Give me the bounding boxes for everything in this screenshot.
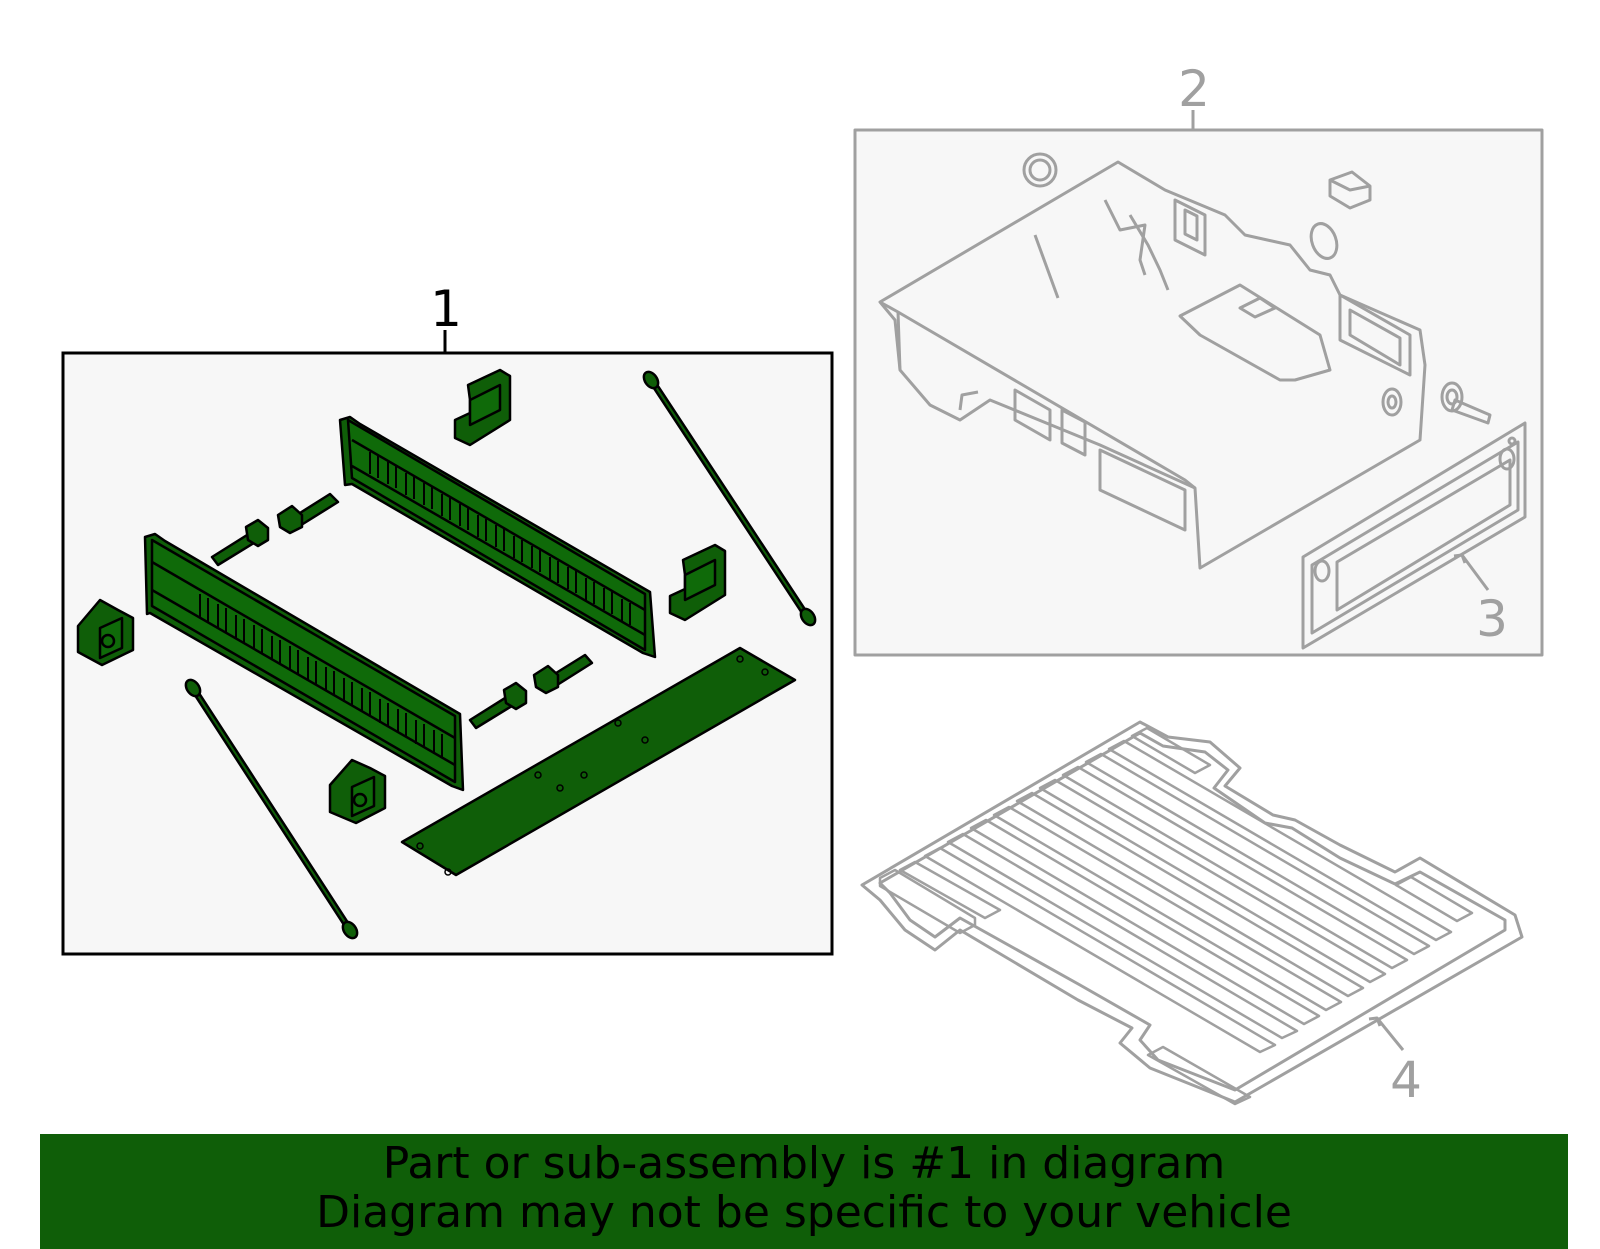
banner-line-2: Diagram may not be specific to your vehi… <box>316 1187 1292 1238</box>
rail-lower-ribs <box>199 594 443 758</box>
rod-right <box>642 370 817 627</box>
bed-mat-ribs <box>878 726 1474 1106</box>
rod-left <box>184 678 359 940</box>
bracket-top <box>453 368 512 447</box>
callout-3-leader <box>1460 554 1490 591</box>
part-4-group: 4 <box>860 720 1524 1109</box>
callout-1-number: 1 <box>430 280 462 338</box>
bolt-3 <box>468 681 528 730</box>
truck-bed-box <box>878 152 1427 570</box>
callout-4-leader <box>1375 1017 1405 1051</box>
rail-upper-ribs <box>369 452 631 625</box>
rail-upper <box>338 415 657 659</box>
callout-4-number: 4 <box>1390 1051 1422 1109</box>
assembly-2-panel <box>853 128 1544 657</box>
bracket-bottom <box>328 758 387 825</box>
plate <box>400 646 797 877</box>
callout-2-number: 2 <box>1178 60 1210 118</box>
info-banner: Part or sub-assembly is #1 in diagram Di… <box>40 1134 1568 1249</box>
assembly-2-group: 2 <box>853 60 1544 657</box>
bracket-right <box>668 543 727 622</box>
assembly-1-group[interactable]: 1 <box>61 280 834 956</box>
part-3-plate <box>1301 421 1527 650</box>
bolt-2 <box>276 492 340 535</box>
bolt-4 <box>532 653 594 695</box>
bed-mat-outline <box>860 720 1524 1104</box>
bracket-left <box>76 598 135 667</box>
rail-lower <box>143 532 465 792</box>
rods <box>184 370 817 940</box>
bolt-grey <box>1440 381 1492 425</box>
banner-line-1: Part or sub-assembly is #1 in diagram <box>382 1138 1226 1189</box>
bolt-1 <box>210 518 270 567</box>
callout-3-number: 3 <box>1476 590 1508 648</box>
bolts <box>210 492 594 730</box>
